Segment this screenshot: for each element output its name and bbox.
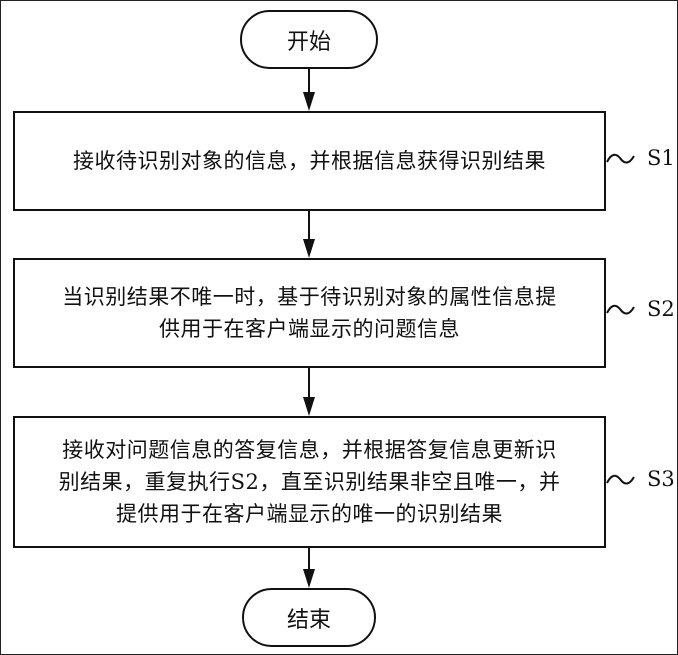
step-label-s3: S3	[647, 467, 675, 491]
end-label: 结束	[286, 607, 331, 633]
step-label-s1: S1	[647, 146, 675, 170]
step-s1-box: 接收待识别对象的信息，并根据信息获得识别结果	[13, 111, 606, 211]
end-terminal: 结束	[242, 588, 376, 647]
start-label: 开始	[286, 29, 331, 55]
step-s3-line: 提供用于在客户端显示的唯一的识别结果	[116, 502, 503, 526]
step-s3-line: 别结果，重复执行S2，直至识别结果非空且唯一，并	[58, 470, 561, 494]
step-label-s2: S2	[647, 297, 675, 321]
step-s2-line: 当识别结果不唯一时，基于待识别对象的属性信息提	[62, 285, 557, 309]
step-s2-box: 当识别结果不唯一时，基于待识别对象的属性信息提 供用于在客户端显示的问题信息	[13, 258, 606, 368]
step-s2-line: 供用于在客户端显示的问题信息	[159, 317, 460, 341]
step-s1-line: 接收待识别对象的信息，并根据信息获得识别结果	[73, 149, 546, 173]
step-s3-box: 接收对问题信息的答复信息，并根据答复信息更新识 别结果，重复执行S2，直至识别结…	[13, 416, 606, 548]
start-terminal: 开始	[240, 10, 378, 69]
step-s3-line: 接收对问题信息的答复信息，并根据答复信息更新识	[62, 438, 557, 462]
